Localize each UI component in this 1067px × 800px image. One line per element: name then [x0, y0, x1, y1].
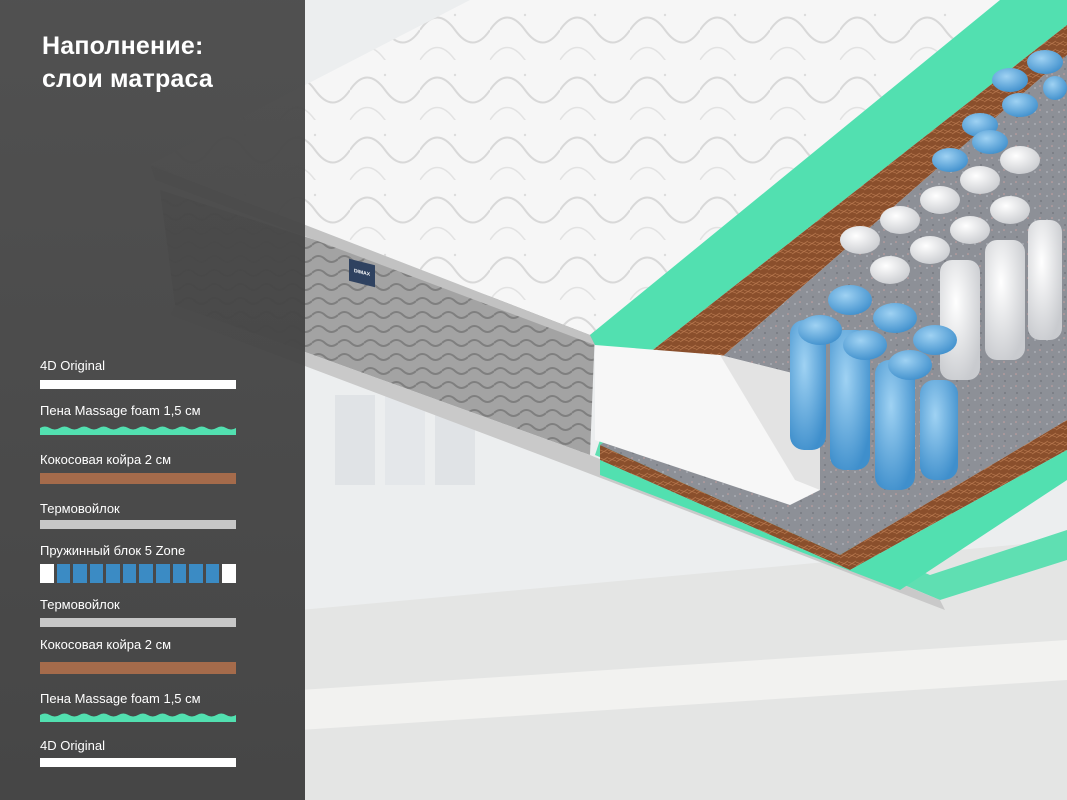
layer-label: Кокосовая койра 2 см [40, 637, 172, 652]
layer-swatch-springs [40, 564, 236, 583]
layer-swatch-white [40, 380, 236, 389]
layer-swatch-coir [40, 662, 236, 674]
layer-label: Пена Massage foam 1,5 см [40, 691, 201, 706]
layer-label: 4D Original [40, 738, 106, 753]
layers-panel [0, 0, 305, 800]
layer-swatch-foam [40, 426, 236, 435]
layer-swatch-coir [40, 473, 236, 484]
title-line-2: слои матраса [42, 65, 214, 93]
layer-swatch-white [40, 758, 236, 767]
title-line-1: Наполнение: [42, 32, 204, 60]
layer-label: Термовойлок [40, 501, 120, 516]
layer-label: Пена Massage foam 1,5 см [40, 403, 201, 418]
layer-swatch-felt [40, 520, 236, 529]
page-title: Наполнение: слои матраса [42, 30, 292, 96]
layer-label: Пружинный блок 5 Zone [40, 543, 186, 558]
layer-swatch-felt [40, 618, 236, 627]
layer-label: 4D Original [40, 358, 106, 373]
layer-swatch-foam [40, 713, 236, 722]
layer-label: Термовойлок [40, 597, 120, 612]
layer-label: Кокосовая койра 2 см [40, 452, 172, 467]
